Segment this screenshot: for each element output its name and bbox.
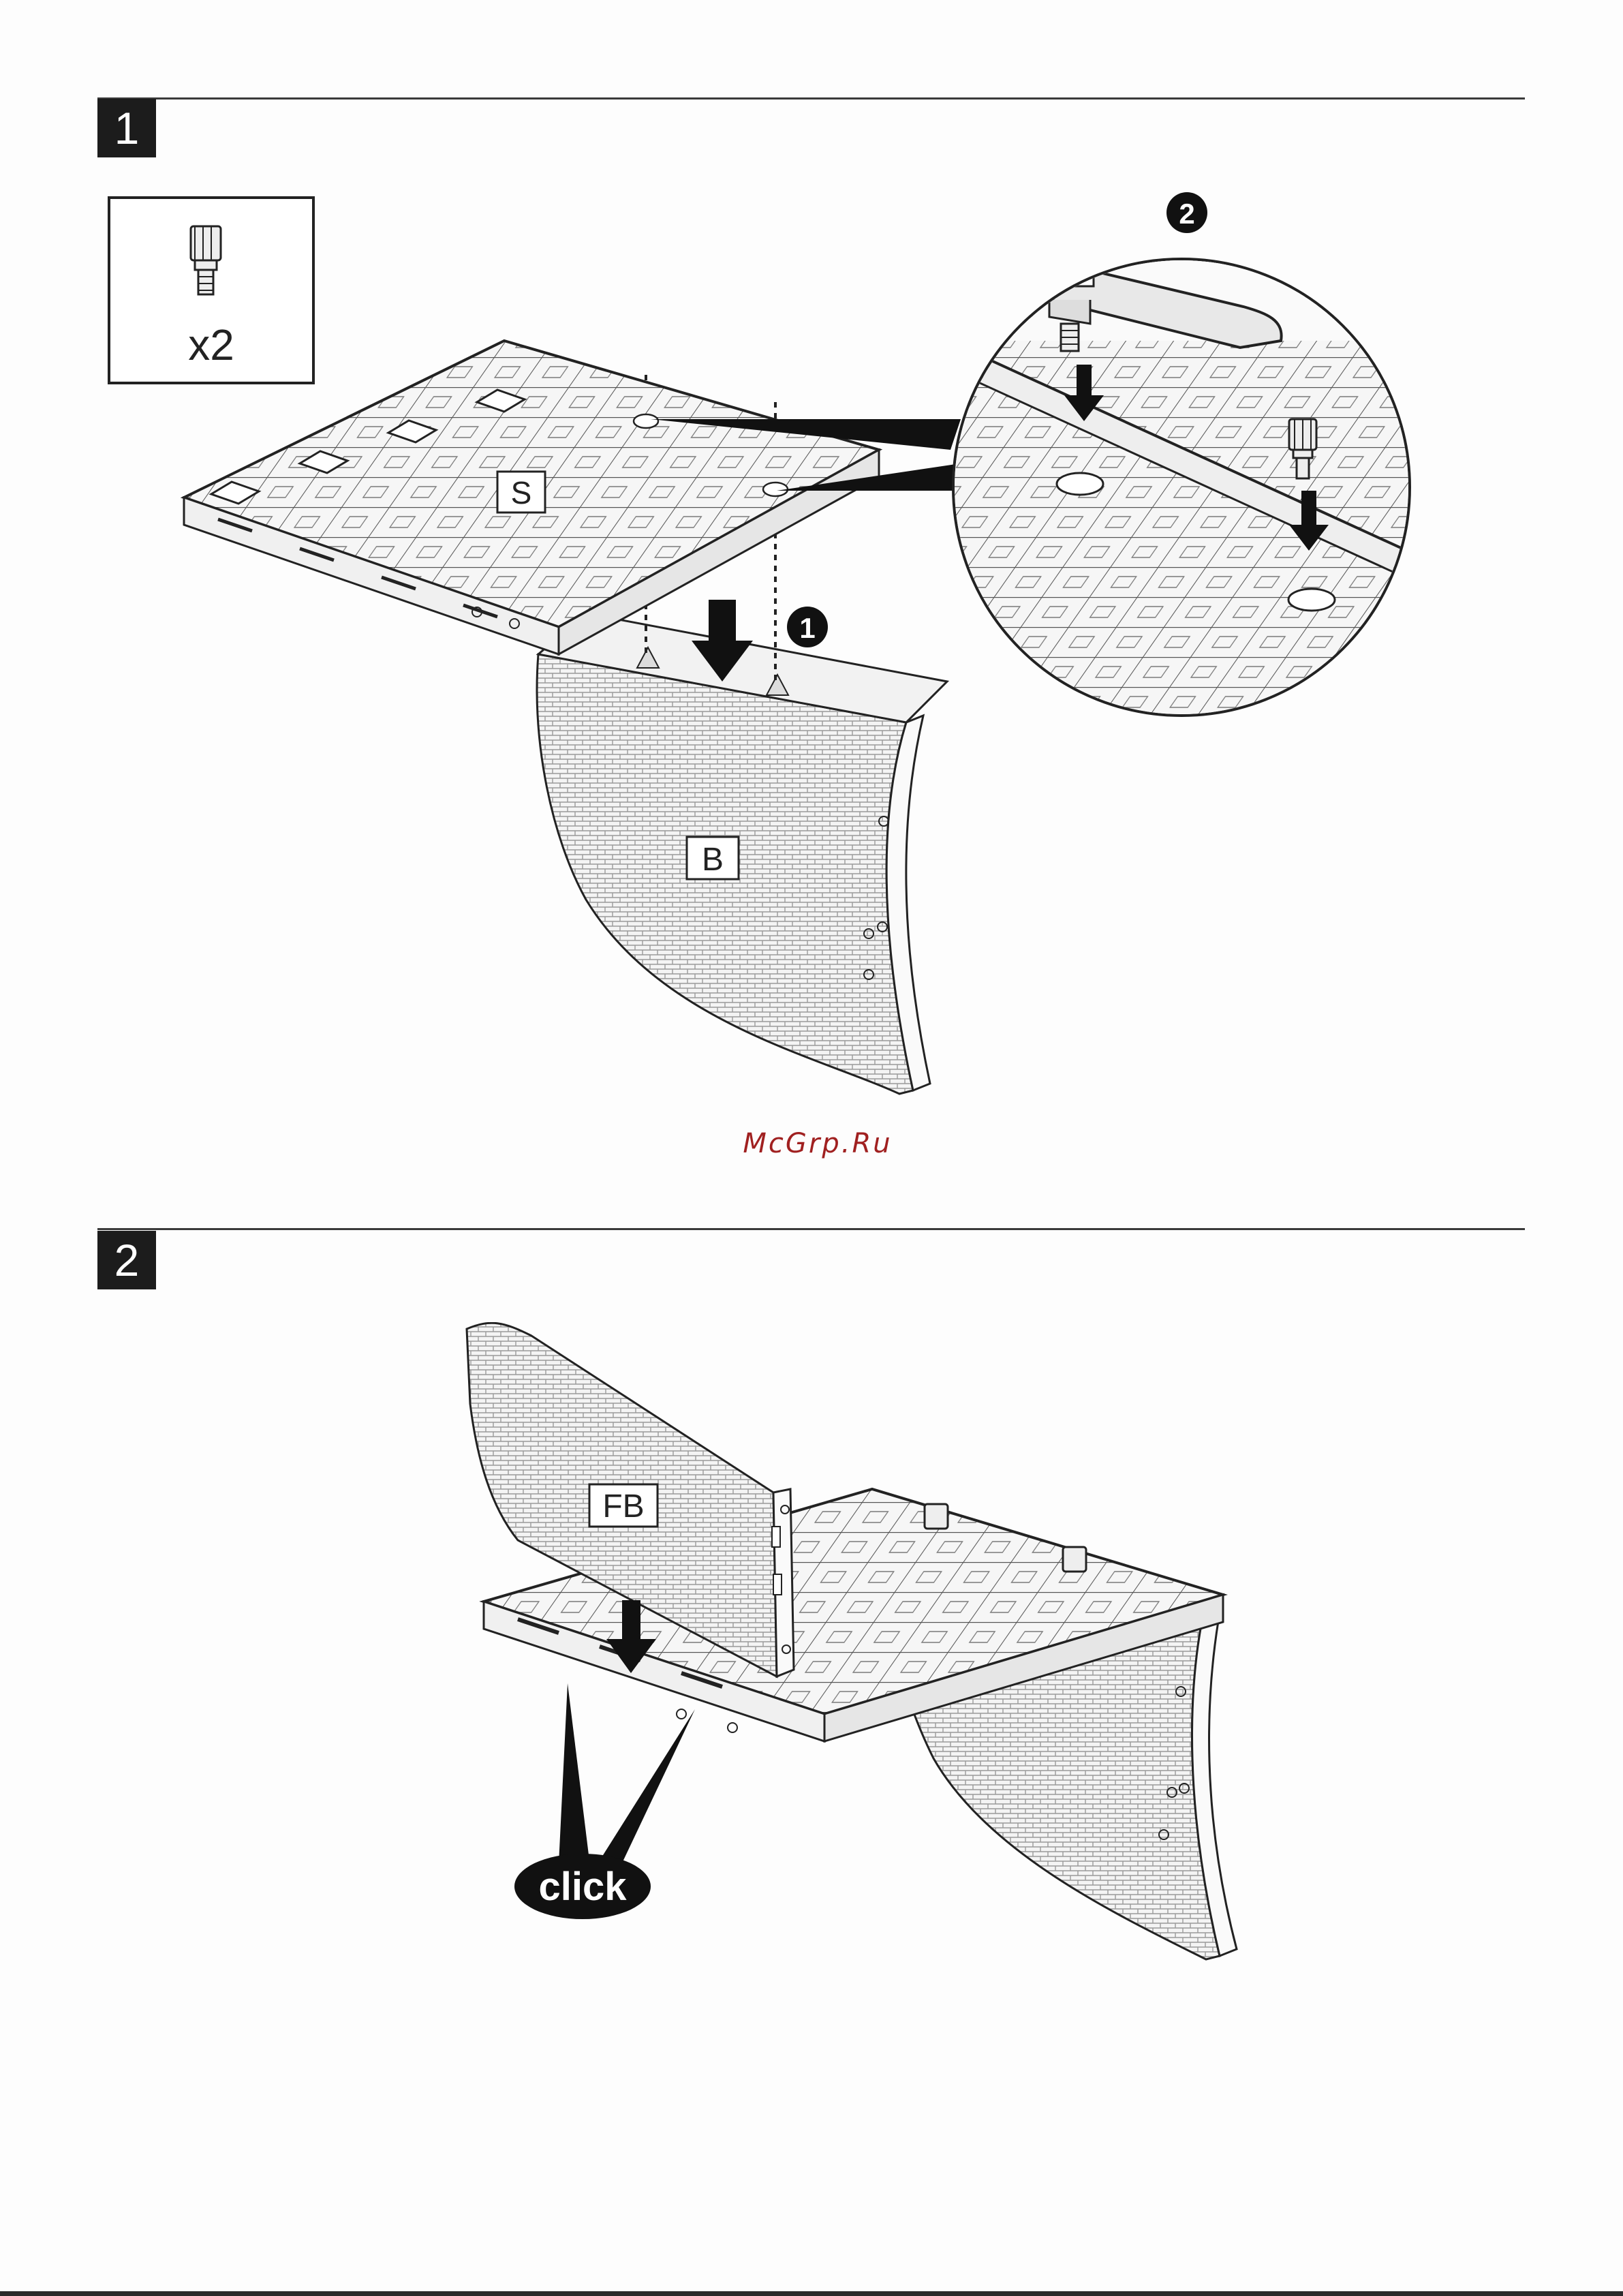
step2-divider	[97, 1228, 1525, 1230]
page-bottom-border	[0, 2291, 1623, 2296]
step2-illustration: FB click	[463, 1322, 1281, 1970]
svg-text:2: 2	[1179, 198, 1194, 230]
parts-box: x2	[109, 198, 313, 383]
detail-magnifier	[947, 259, 1424, 736]
click-label: click	[539, 1865, 628, 1909]
step1-divider	[97, 97, 1525, 100]
panel-b-label: B	[702, 842, 724, 878]
watermark: McGrp.Ru	[709, 1128, 927, 1159]
step2-number-badge: 2	[97, 1231, 156, 1289]
grid-base-s-label: S	[511, 475, 532, 510]
parts-quantity: x2	[188, 320, 234, 369]
callout-2: 2	[1166, 192, 1207, 233]
step1-number-badge: 1	[97, 99, 156, 157]
click-callout: click	[514, 1683, 695, 1919]
panel-b	[537, 613, 947, 1094]
step1-illustration: x2 B S 1	[95, 177, 1458, 1118]
svg-text:1: 1	[799, 612, 815, 644]
callout-1: 1	[787, 607, 828, 647]
panel-fb-label: FB	[602, 1488, 644, 1525]
